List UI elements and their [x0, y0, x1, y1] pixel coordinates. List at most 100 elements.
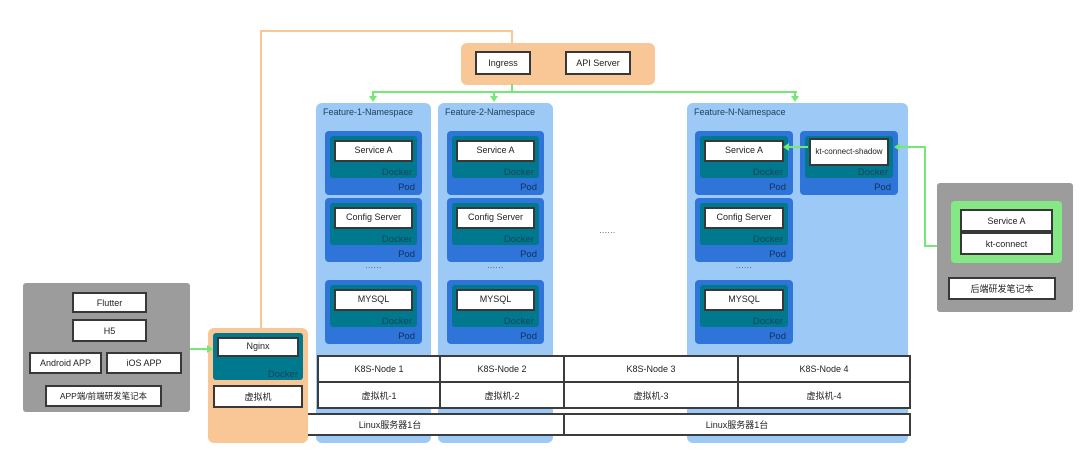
backend-laptop-group: Service A kt-connect 后端研发笔记本	[937, 183, 1073, 312]
app-label: MYSQL	[357, 294, 390, 305]
docker-container: Config Server Docker	[700, 203, 788, 245]
pod-ns2-config-server: Config Server Docker Pod	[447, 198, 544, 262]
k8s-node-1-label: K8S-Node 1	[354, 364, 404, 374]
green-ingress-drop	[511, 84, 513, 93]
k8s-node-1-cell: K8S-Node 1	[317, 355, 441, 383]
app-label: Config Server	[345, 212, 402, 223]
vm-box: 虚拟机	[213, 385, 303, 408]
namespace-2-label: Feature-2-Namespace	[445, 107, 536, 117]
app-box: Config Server	[334, 207, 413, 229]
app-box: Service A	[704, 140, 784, 162]
app-label: Service A	[476, 145, 515, 156]
h5-label: H5	[103, 325, 116, 336]
docker-container: Service A Docker	[330, 136, 417, 178]
k8s-node-3-cell: K8S-Node 3	[563, 355, 739, 383]
pod-label: Pod	[398, 182, 415, 193]
pod-label: Pod	[769, 331, 786, 342]
backend-service-a-box: Service A	[960, 209, 1053, 232]
pod-label: Pod	[398, 331, 415, 342]
app-box: Service A	[456, 140, 535, 162]
api-server-label: API Server	[576, 58, 620, 68]
namespaces-ellipsis: ......	[599, 226, 616, 235]
pod-nsN-config-server: Config Server Docker Pod	[695, 198, 793, 262]
docker-container: Service A Docker	[452, 136, 539, 178]
docker-label: Docker	[381, 167, 412, 178]
app-label: MYSQL	[728, 294, 760, 305]
pod-ns1-config-server: Config Server Docker Pod	[325, 198, 422, 262]
ios-app-box: iOS APP	[106, 352, 182, 374]
docker-label: Docker	[752, 316, 783, 327]
pod-label: Pod	[874, 182, 891, 193]
k8s-node-4-cell: K8S-Node 4	[737, 355, 911, 383]
app-label: Config Server	[467, 212, 524, 223]
linux-server-2-cell: Linux服务器1台	[563, 413, 911, 436]
docker-container: Service A Docker	[700, 136, 788, 178]
app-box: MYSQL	[704, 289, 784, 311]
pod-ns1-mysql: MYSQL Docker Pod	[325, 280, 422, 344]
pod-label: Pod	[769, 249, 786, 260]
vm-2-cell: 虚拟机-2	[439, 381, 565, 409]
app-box: Config Server	[456, 207, 535, 229]
green-frontend-to-nginx	[190, 348, 208, 350]
app-label: Config Server	[716, 212, 772, 223]
kt-connect-box: kt-connect	[960, 232, 1053, 255]
docker-label: Docker	[267, 369, 298, 380]
pod-nsN-kt-connect-shadow: kt-connect-shadow Docker Pod	[800, 131, 898, 195]
pod-ns2-service-a: Service A Docker Pod	[447, 131, 544, 195]
vm-2-label: 虚拟机-2	[484, 390, 520, 401]
linux-server-2-label: Linux服务器1台	[705, 420, 769, 430]
namespace-1-label: Feature-1-Namespace	[323, 107, 414, 117]
app-label: MYSQL	[479, 294, 512, 305]
nsN-ellipsis: ......	[735, 261, 753, 270]
app-box: Service A	[334, 140, 413, 162]
kt-connect-group: Service A kt-connect	[951, 201, 1062, 263]
arrow-into-nginx-icon	[207, 345, 213, 353]
frontend-caption-box: APP端/前端研发笔记本	[45, 385, 162, 407]
docker-container: MYSQL Docker	[452, 285, 539, 327]
android-app-box: Android APP	[29, 352, 102, 374]
namespace-n-label: Feature-N-Namespace	[694, 107, 786, 117]
k8s-node-4-label: K8S-Node 4	[799, 364, 849, 374]
k8s-node-2-cell: K8S-Node 2	[439, 355, 565, 383]
docker-container: MYSQL Docker	[700, 285, 788, 327]
green-ingress-bus	[373, 91, 797, 93]
flutter-box: Flutter	[72, 292, 147, 313]
docker-container: kt-connect-shadow Docker	[805, 136, 893, 178]
docker-label: Docker	[503, 167, 534, 178]
pod-nsN-service-a: Service A Docker Pod	[695, 131, 793, 195]
kt-connect-label: kt-connect	[985, 238, 1028, 249]
arrow-into-ns2-icon	[490, 96, 498, 102]
pod-label: Pod	[398, 249, 415, 260]
arrow-into-ns1-icon	[369, 96, 377, 102]
app-label: Service A	[354, 145, 393, 156]
vm-3-cell: 虚拟机-3	[563, 381, 739, 409]
docker-container: Config Server Docker	[452, 203, 539, 245]
nginx-edge-group: Nginx Docker 虚拟机	[208, 328, 308, 443]
k8s-node-3-label: K8S-Node 3	[626, 364, 676, 374]
pod-label: Pod	[520, 182, 537, 193]
app-box: kt-connect-shadow	[809, 138, 889, 166]
pod-label: Pod	[769, 182, 786, 193]
app-label: Service A	[724, 145, 764, 156]
namespace-feature-n: Feature-N-Namespace Service A Docker Pod…	[687, 103, 908, 443]
app-box: MYSQL	[334, 289, 413, 311]
vm-1-label: 虚拟机-1	[361, 390, 397, 401]
h5-box: H5	[72, 319, 147, 342]
arrow-into-shadow-icon	[894, 143, 900, 151]
ns2-ellipsis: ......	[487, 261, 504, 270]
app-label: kt-connect-shadow	[815, 146, 883, 156]
docker-container: Config Server Docker	[330, 203, 417, 245]
docker-label: Docker	[503, 316, 534, 327]
vm-4-label: 虚拟机-4	[806, 390, 842, 401]
green-laptop-vertical	[924, 146, 926, 247]
pod-ns2-mysql: MYSQL Docker Pod	[447, 280, 544, 344]
docker-label: Docker	[381, 316, 412, 327]
orange-connector-vertical-right	[511, 30, 513, 44]
green-drop-ns2	[493, 91, 495, 97]
docker-label: Docker	[752, 167, 783, 178]
frontend-laptop-group: Flutter H5 Android APP iOS APP APP端/前端研发…	[23, 283, 190, 412]
green-laptop-horizontal-top	[899, 146, 926, 148]
ingress-label: Ingress	[488, 58, 518, 68]
docker-container: Nginx Docker	[213, 333, 303, 380]
